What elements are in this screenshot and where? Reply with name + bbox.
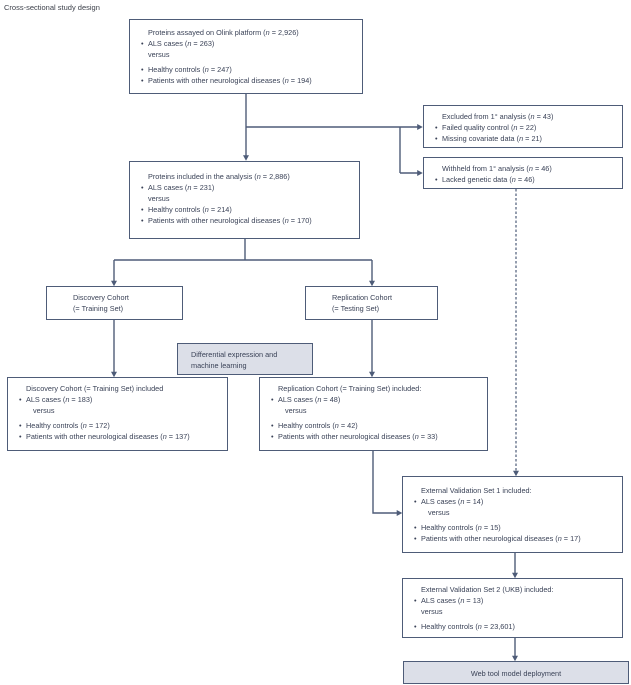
ext-val-2-line-3: •Healthy controls (n = 23,601) [414, 622, 515, 631]
olink-assay-line-3: •Healthy controls (n = 247) [141, 65, 232, 74]
replication-cohort-box: Replication Cohort (= Testing Set) [305, 286, 438, 320]
excluded-primary-box: Excluded from 1° analysis (n = 43) •Faile… [423, 105, 623, 148]
included-analysis-box: Proteins included in the analysis (n = 2… [129, 161, 360, 239]
replication-detail-line-1: •ALS cases (n = 48) [271, 395, 341, 404]
olink-assay-line-4: •Patients with other neurological diseas… [141, 76, 312, 85]
bullet-marker-icon: • [141, 65, 144, 74]
diff-expr-ml-line-1: machine learning [191, 361, 247, 370]
connector-replication-to-ext-val-1 [372, 451, 403, 516]
replication-cohort-line-1: (= Testing Set) [332, 304, 380, 313]
ext-val-2-line-0: External Validation Set 2 (UKB) included… [421, 585, 554, 594]
bullet-marker-icon: • [435, 123, 438, 132]
connector-included-split [114, 239, 372, 261]
discovery-cohort-line-1: (= Training Set) [73, 304, 124, 313]
bullet-marker-icon: • [271, 395, 274, 404]
bullet-marker-icon: • [19, 432, 22, 441]
included-analysis-line-3: •Healthy controls (n = 214) [141, 205, 232, 214]
included-analysis-line-1: •ALS cases (n = 231) [141, 183, 215, 192]
bullet-marker-icon: • [414, 523, 417, 532]
ext-val-1-line-2: versus [428, 508, 450, 517]
figure-title: Cross-sectional study design [4, 3, 100, 12]
web-tool-box: Web tool model deployment [403, 661, 629, 684]
excluded-primary-line-1: •Failed quality control (n = 22) [435, 123, 537, 132]
olink-assay-line-0: Proteins assayed on Olink platform (n = … [148, 28, 299, 37]
bullet-marker-icon: • [141, 39, 144, 48]
bullet-marker-icon: • [141, 205, 144, 214]
discovery-detail-box: Discovery Cohort (= Training Set) includ… [7, 377, 228, 451]
bullet-marker-icon: • [414, 622, 417, 631]
replication-detail-line-4: •Patients with other neurological diseas… [271, 432, 438, 441]
withheld-primary-line-1: •Lacked genetic data (n = 46) [435, 175, 535, 184]
bullet-marker-icon: • [19, 421, 22, 430]
olink-assay-line-1: •ALS cases (n = 263) [141, 39, 215, 48]
discovery-detail-line-1: •ALS cases (n = 183) [19, 395, 93, 404]
ext-val-2-box: External Validation Set 2 (UKB) included… [402, 578, 623, 638]
withheld-primary-line-0: Withheld from 1° analysis (n = 46) [442, 164, 552, 173]
replication-detail-line-0: Replication Cohort (= Training Set) incl… [278, 384, 422, 393]
bullet-marker-icon: • [19, 395, 22, 404]
included-analysis-line-0: Proteins included in the analysis (n = 2… [148, 172, 290, 181]
bullet-marker-icon: • [271, 432, 274, 441]
replication-detail-box: Replication Cohort (= Training Set) incl… [259, 377, 488, 451]
discovery-cohort-line-0: Discovery Cohort [73, 293, 129, 302]
diff-expr-ml-box: Differential expression and machine learn… [177, 343, 313, 375]
bullet-marker-icon: • [435, 175, 438, 184]
ext-val-1-line-0: External Validation Set 1 included: [421, 486, 532, 495]
discovery-detail-line-0: Discovery Cohort (= Training Set) includ… [26, 384, 164, 393]
bullet-marker-icon: • [414, 497, 417, 506]
olink-assay-box: Proteins assayed on Olink platform (n = … [129, 19, 363, 94]
web-tool-line-0: Web tool model deployment [470, 669, 562, 678]
bullet-marker-icon: • [414, 534, 417, 543]
withheld-primary-box: Withheld from 1° analysis (n = 46) •Lacke… [423, 157, 623, 189]
included-analysis-line-2: versus [148, 194, 170, 203]
bullet-marker-icon: • [141, 183, 144, 192]
replication-detail-line-2: versus [285, 406, 307, 415]
discovery-cohort-box: Discovery Cohort (= Training Set) [46, 286, 183, 320]
ext-val-1-line-4: •Patients with other neurological diseas… [414, 534, 581, 543]
discovery-detail-line-2: versus [33, 406, 55, 415]
ext-val-2-line-1: •ALS cases (n = 13) [414, 596, 484, 605]
bullet-marker-icon: • [435, 134, 438, 143]
diff-expr-ml-line-0: Differential expression and [191, 350, 278, 359]
bullet-marker-icon: • [141, 216, 144, 225]
bullet-marker-icon: • [414, 596, 417, 605]
excluded-primary-line-0: Excluded from 1° analysis (n = 43) [442, 112, 554, 121]
ext-val-1-box: External Validation Set 1 included: •ALS … [402, 476, 623, 553]
discovery-detail-line-4: •Patients with other neurological diseas… [19, 432, 190, 441]
ext-val-2-line-2: versus [421, 607, 443, 616]
olink-assay-line-2: versus [148, 50, 170, 59]
replication-cohort-line-0: Replication Cohort [332, 293, 393, 302]
replication-detail-line-3: •Healthy controls (n = 42) [271, 421, 358, 430]
bullet-marker-icon: • [141, 76, 144, 85]
ext-val-1-line-1: •ALS cases (n = 14) [414, 497, 484, 506]
excluded-primary-line-2: •Missing covariate data (n = 21) [435, 134, 542, 143]
discovery-detail-line-3: •Healthy controls (n = 172) [19, 421, 110, 430]
ext-val-1-line-3: •Healthy controls (n = 15) [414, 523, 501, 532]
included-analysis-line-4: •Patients with other neurological diseas… [141, 216, 312, 225]
bullet-marker-icon: • [271, 421, 274, 430]
